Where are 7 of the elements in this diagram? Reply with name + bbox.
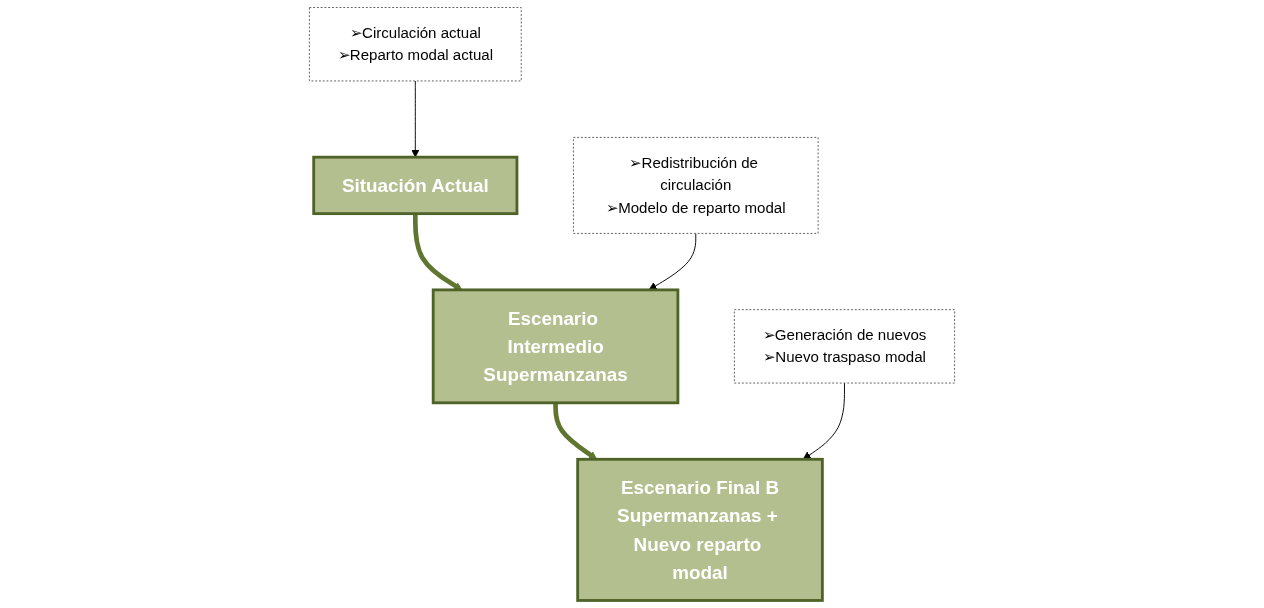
arrow: [553, 402, 598, 460]
node-box: Escenario Final B Supermanzanas + Nuevo reparto modal: [576, 457, 824, 602]
node-box: ➢Generación de nuevos ➢Nuevo traspaso modal: [733, 309, 956, 384]
node-box: ➢Circulación actual ➢Reparto modal actual: [308, 7, 522, 82]
node-box: ➢Redistribución de circulación ➢Modelo de reparto modal: [572, 136, 819, 234]
node-box: Escenario Intermedio Supermanzanas: [431, 288, 680, 405]
node-box: Situación Actual: [312, 155, 519, 216]
